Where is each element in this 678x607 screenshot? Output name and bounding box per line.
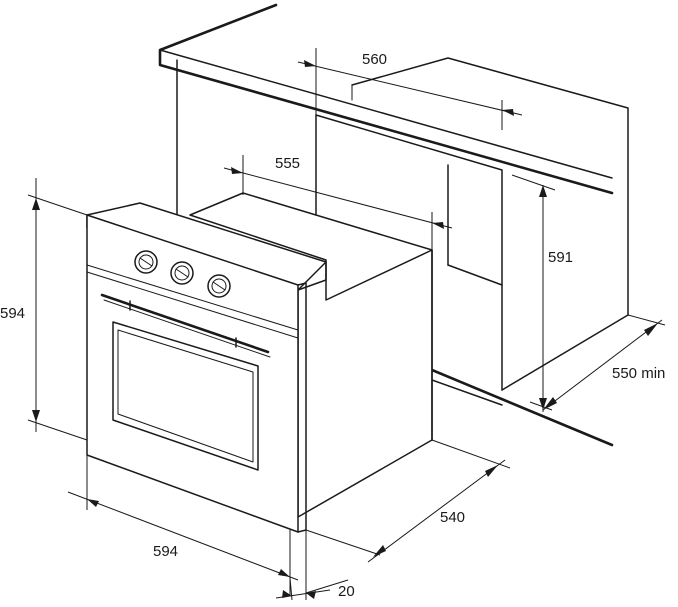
dimension-label-560: 560	[362, 51, 387, 68]
dimension-540	[305, 439, 511, 563]
dimension-550-min	[529, 314, 666, 411]
countertop	[158, 3, 614, 216]
dimension-594-height	[27, 178, 88, 441]
dimension-560	[297, 48, 523, 130]
knob-2	[170, 261, 194, 285]
knob-3	[207, 274, 231, 298]
dimension-label-540: 540	[440, 509, 465, 526]
dimension-591	[511, 174, 556, 412]
knob-1	[134, 250, 158, 274]
dimension-label-555: 555	[275, 155, 300, 172]
cabinet-niche	[315, 57, 629, 447]
control-knobs	[134, 250, 231, 298]
dimension-594-width	[67, 455, 299, 595]
door-handle	[100, 293, 271, 358]
dimension-label-594-height: 594	[0, 305, 25, 322]
dimension-label-20: 20	[338, 583, 355, 600]
dimension-555	[223, 155, 453, 255]
oven-window	[112, 321, 259, 471]
dimension-label-594-width: 594	[153, 543, 178, 560]
dimension-label-591: 591	[548, 249, 573, 266]
oven-front	[86, 202, 327, 533]
dimension-20	[275, 530, 349, 601]
dimension-label-550-min: 550 min	[612, 365, 665, 382]
